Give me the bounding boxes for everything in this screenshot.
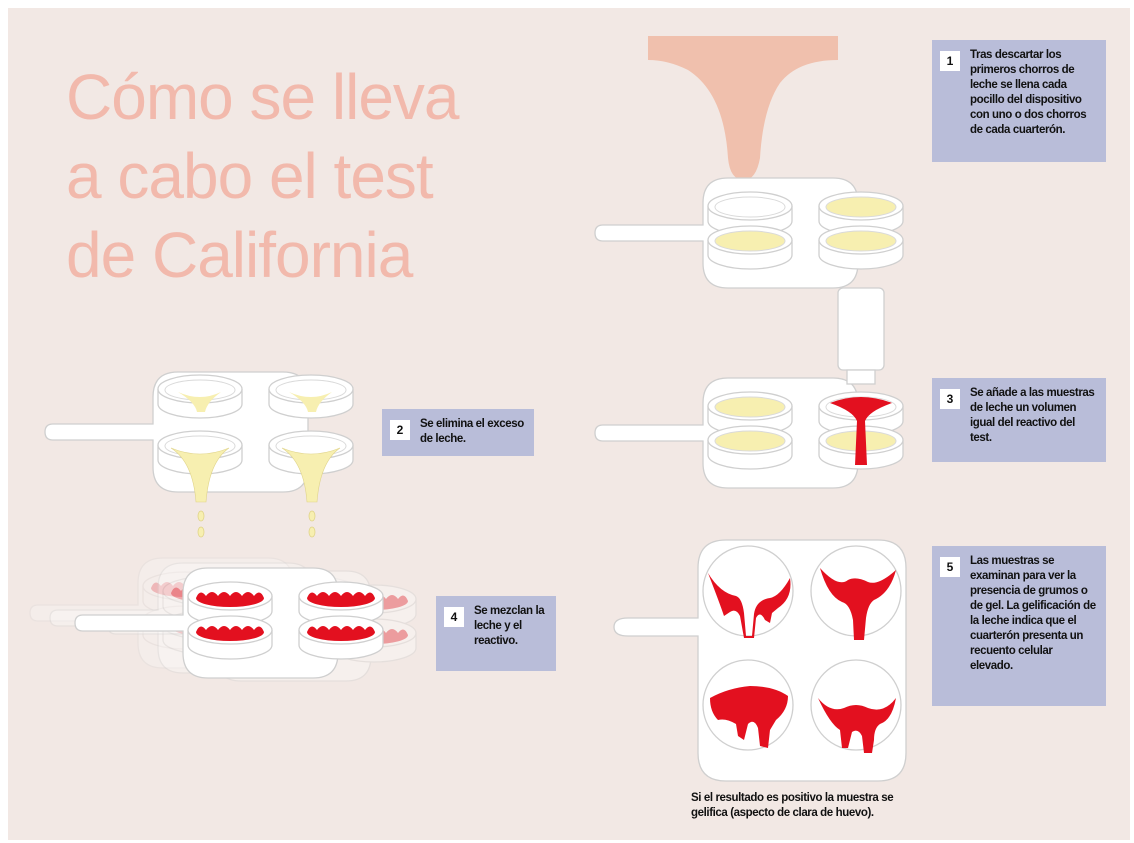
step-2-box: 2 Se elimina el exceso de leche. [382, 409, 534, 456]
step-4-text: Se mezclan la leche y el reactivo. [474, 605, 545, 647]
title-line-2: a cabo el test [66, 140, 434, 212]
step-5-text: Las muestras se examinan para ver la pre… [970, 555, 1096, 672]
step-3-text: Se añade a las muestras de leche un volu… [970, 387, 1095, 444]
step-3-number: 3 [940, 389, 960, 409]
title-line-3: de California [66, 219, 413, 291]
step-2-text: Se elimina el exceso de leche. [420, 418, 524, 445]
step-2-number: 2 [390, 420, 410, 440]
step-1-text: Tras descartar los primeros chorros de l… [970, 49, 1087, 136]
paddle-step-4 [29, 557, 417, 682]
step-3-box: 3 Se añade a las muestras de leche un vo… [932, 378, 1106, 462]
step-1-number: 1 [940, 51, 960, 71]
step-5-number: 5 [940, 557, 960, 577]
step-4-number: 4 [444, 607, 464, 627]
paddle-step-3 [594, 287, 904, 489]
paddle-step-5 [613, 539, 907, 782]
infographic-canvas: Cómo se lleva a cabo el test de Californ… [8, 8, 1130, 840]
step-5-box: 5 Las muestras se examinan para ver la p… [932, 546, 1106, 706]
paddle-step-2 [44, 371, 354, 538]
paddle-step-1 [594, 177, 904, 289]
illustration [29, 36, 907, 782]
positive-result-caption: Si el resultado es positivo la muestra s… [691, 792, 894, 819]
step-1-box: 1 Tras descartar los primeros chorros de… [932, 40, 1106, 162]
step-4-box: 4 Se mezclan la leche y el reactivo. [436, 596, 556, 671]
page-title: Cómo se lleva a cabo el test de Californ… [66, 58, 546, 295]
title-line-1: Cómo se lleva [66, 61, 460, 133]
